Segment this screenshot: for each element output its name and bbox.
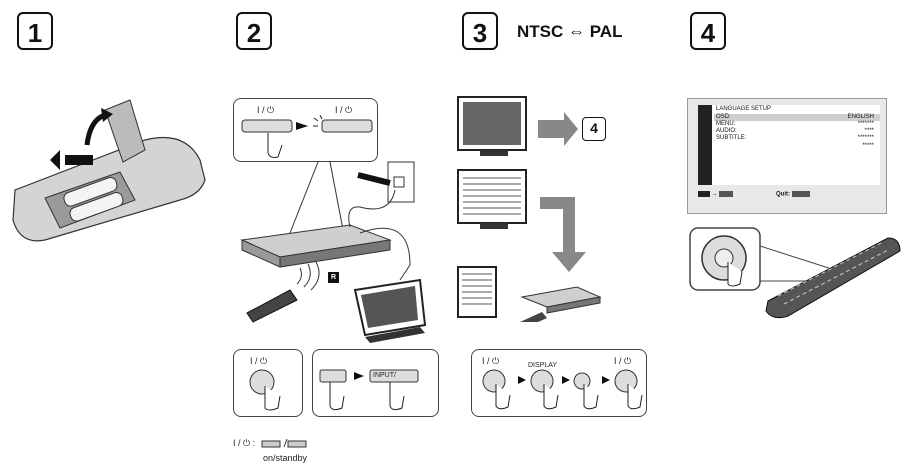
tv-input-label: INPUT/ <box>373 372 396 379</box>
player-connection-illustration <box>240 161 427 343</box>
osd-footer-quit: Quit: <box>776 191 810 198</box>
osd-footer-nav: → <box>698 191 734 198</box>
remote-nav-dial-illustration <box>689 227 901 319</box>
osd-row-menu-label: MENU: <box>716 121 736 127</box>
footnote-button-icons <box>261 438 307 448</box>
osd-menu-area: LANGUAGE SETUP OSD: ENGLISH MENU: ******… <box>698 105 880 185</box>
remote-r-badge: R <box>328 272 339 283</box>
osd-set-button-icon <box>719 191 734 197</box>
osd-row-osd-value: ENGLISH <box>847 114 874 120</box>
osd-nav-arrow-text: → <box>711 191 718 198</box>
footnote-symbol: I / ⏻ : <box>233 438 256 448</box>
osd-sidebar-icons <box>698 105 712 185</box>
osd-row-subtitle-value: ******* <box>857 135 874 141</box>
step-3-number: 3 <box>462 12 498 50</box>
remote-power-label: I / ⏻ <box>250 356 268 366</box>
seq-display-label: DISPLAY <box>528 362 558 369</box>
osd-row-audio-label: AUDIO: <box>716 128 737 134</box>
ntsc-pal-button-sequence <box>482 369 643 410</box>
osd-row-menu-value: ******* <box>857 121 874 127</box>
step-2-number: 2 <box>236 12 272 50</box>
step-3-title: NTSC ⇔ PAL <box>517 22 623 41</box>
osd-row-audio-value: **** <box>864 128 874 134</box>
osd-title: LANGUAGE SETUP <box>716 106 772 112</box>
ntsc-pal-tv-illustration <box>457 96 602 322</box>
osd-nav-arrows-icon <box>698 191 710 197</box>
osd-row-highlight <box>714 114 880 121</box>
goto-step-4-badge: 4 <box>582 117 606 141</box>
osd-quit-button-icon <box>791 191 810 197</box>
step-4-number: 4 <box>690 12 726 50</box>
language-setup-osd: LANGUAGE SETUP OSD: ENGLISH MENU: ******… <box>687 98 887 214</box>
seq-power-label-1: I / ⏻ <box>482 356 500 366</box>
seq-power-label-2: I / ⏻ <box>614 356 632 366</box>
footnote-text: on/standby <box>263 453 308 463</box>
osd-row-osd-label: OSD: <box>716 114 731 120</box>
power-label-2: I / ⏻ <box>335 105 353 115</box>
power-label-1: I / ⏻ <box>257 105 275 115</box>
remote-control-step2 <box>246 289 298 323</box>
step-1-number: 1 <box>17 12 53 50</box>
remote-signal-waves <box>296 262 320 291</box>
osd-row-subtitle-label: SUBTITLE: <box>716 135 747 141</box>
osd-quit-label: Quit: <box>776 191 790 198</box>
remote-battery-illustration <box>12 99 206 242</box>
tv-input-press-illustration <box>319 369 419 411</box>
osd-row-extra-value: ***** <box>862 143 874 149</box>
power-button-press-illustration <box>241 115 373 158</box>
remote-power-press <box>249 369 281 411</box>
